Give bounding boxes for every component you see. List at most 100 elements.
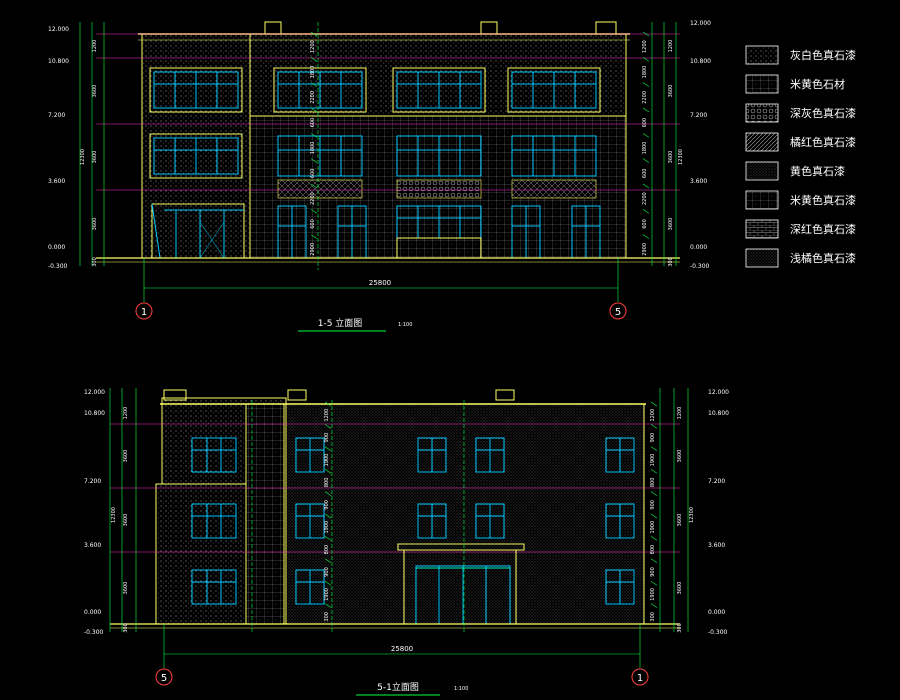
front-level-left-5: -0.300	[48, 263, 68, 270]
front-dim-rmid-8: 2900	[642, 243, 648, 256]
front-dim-left-2: 3600	[92, 151, 98, 164]
side-dim-mid-0: 1200	[324, 409, 330, 422]
side-dim-mid-tick-8	[324, 580, 332, 586]
side-level-left-2: 7.200	[84, 478, 101, 485]
legend-label-5: 米黄色真石漆	[790, 193, 856, 207]
front-scale: 1:100	[398, 322, 412, 328]
side-dim-rmid-tick-8	[650, 580, 658, 586]
front-overall-right: 12300	[678, 149, 684, 165]
front-dim-rmid-1: 1800	[642, 66, 648, 79]
legend-swatch-1	[745, 74, 779, 94]
material-legend: 灰白色真石漆米黄色石材深灰色真石漆橘红色真石漆黄色真石漆米黄色真石漆深红色真石漆…	[745, 45, 856, 268]
side-dim-rmid-4: 900	[650, 500, 656, 510]
legend-swatch-3	[745, 132, 779, 152]
front-dim-rmid-tick-6	[642, 183, 650, 189]
roof-vent-3	[595, 21, 617, 35]
side-dim-rmid-tick-2	[650, 446, 658, 452]
legend-swatch-4	[745, 161, 779, 181]
front-level-right-0: 12.000	[690, 20, 711, 27]
front-dim-rmid-tick-8	[642, 234, 650, 239]
front-dim-mid-5: 600	[310, 169, 316, 179]
side-level-left-1: 10.800	[84, 410, 105, 417]
side-left-wing	[155, 483, 247, 625]
side-levels-left: 12.000 10.800 7.200 3.600 0.000 -0.300	[84, 389, 105, 636]
front-level-right-5: -0.300	[690, 263, 710, 270]
side-dim-left-2: 3600	[123, 514, 129, 527]
side-level-right-1: 10.800	[708, 410, 729, 417]
side-dim-rmid-tick-3	[650, 468, 658, 474]
side-scale: 1:100	[454, 686, 468, 692]
front-band-panels	[277, 179, 597, 199]
side-dim-rmid-5: 1900	[650, 521, 656, 534]
side-level-right-2: 7.200	[708, 478, 725, 485]
side-dim-mid-tick-3	[324, 468, 332, 474]
front-dim-mid-2: 2200	[310, 91, 316, 104]
side-dim-rmid-3: 800	[650, 478, 656, 488]
side-dim-mid-tick-9	[324, 603, 332, 608]
legend-label-2: 深灰色真石漆	[790, 106, 856, 120]
front-dim-right-2: 3600	[668, 151, 674, 164]
side-axis-right-bubble	[631, 668, 649, 686]
side-level-left-3: 3.600	[84, 542, 101, 549]
side-level-left-4: 0.000	[84, 609, 101, 616]
front-elevation: 1 5 25800 1-5 立面图 1:100 12.000 10.800 7.…	[48, 20, 711, 332]
front-dim-rmid-3: 600	[642, 118, 648, 128]
front-level-right-3: 3.600	[690, 178, 707, 185]
front-dim-mid-tick-3	[310, 107, 318, 113]
side-dim-rmid-8: 1900	[650, 588, 656, 601]
side-dim-left-1: 3600	[123, 450, 129, 463]
side-dim-rmid-tick-5	[650, 513, 658, 519]
front-dim-mid-tick-4	[310, 133, 318, 138]
legend-label-1: 米黄色石材	[790, 77, 845, 91]
side-dim-mid-5: 1900	[324, 521, 330, 534]
side-dim-mid-7: 900	[324, 567, 330, 577]
side-dim-right-4: 300	[677, 623, 683, 633]
front-dim-mid-tick-1	[310, 57, 318, 62]
side-dim-mid-3: 800	[324, 478, 330, 488]
side-roof-vent-1	[163, 389, 187, 401]
side-dim-left-0: 1200	[123, 407, 129, 420]
side-dim-left-3: 3600	[123, 582, 129, 595]
side-axis-left: 5	[161, 673, 167, 684]
front-dim-rmid-tick-3	[642, 107, 650, 113]
front-level-left-1: 10.800	[48, 58, 69, 65]
front-level-left-3: 3.600	[48, 178, 65, 185]
front-dim-mid-tick-0	[310, 31, 318, 37]
side-roof-vent-2	[287, 389, 307, 401]
side-dim-rmid-tick-1	[650, 424, 658, 429]
front-dim-right-1: 3600	[668, 85, 674, 98]
front-dim-rmid-6: 2200	[642, 192, 648, 205]
side-dim-left-4: 300	[123, 623, 129, 633]
side-dim-mid-tick-4	[324, 491, 332, 496]
front-dim-rmid-2: 2200	[642, 91, 648, 104]
front-dim-rmid-0: 1200	[642, 40, 648, 53]
legend-swatch-7	[745, 248, 779, 268]
side-dim-mid-tick-2	[324, 446, 332, 452]
side-dim-rmid-6: 800	[650, 545, 656, 555]
front-dim-mid-6: 2200	[310, 192, 316, 205]
front-dim-mid-tick-7	[310, 209, 318, 214]
side-level-left-0: 12.000	[84, 389, 105, 396]
side-title: 5-1立面图	[377, 681, 419, 693]
side-dim-right-2: 3600	[677, 514, 683, 527]
front-dim-rmid-tick-7	[642, 209, 650, 214]
front-third-floor-windows	[149, 67, 601, 113]
front-dim-mid-3: 600	[310, 118, 316, 128]
side-level-right-0: 12.000	[708, 389, 729, 396]
side-dim-mid-tick-6	[324, 536, 332, 541]
front-overall-left: 12300	[80, 149, 86, 165]
legend-swatch-5	[745, 190, 779, 210]
front-dim-left-3: 3600	[92, 218, 98, 231]
side-dim-rmid-7: 900	[650, 567, 656, 577]
side-dim-mid-tick-1	[324, 424, 332, 429]
side-overall-left: 12300	[111, 507, 117, 523]
side-elevation: 5 1 25800 5-1立面图 1:100 12.000 10.800 7.2…	[84, 388, 729, 696]
side-total-width: 25800	[391, 645, 413, 653]
side-left-windows	[191, 437, 237, 605]
side-dim-mid-2: 1900	[324, 454, 330, 467]
side-dim-right-0: 1200	[677, 407, 683, 420]
front-dim-mid-8: 2900	[310, 243, 316, 256]
